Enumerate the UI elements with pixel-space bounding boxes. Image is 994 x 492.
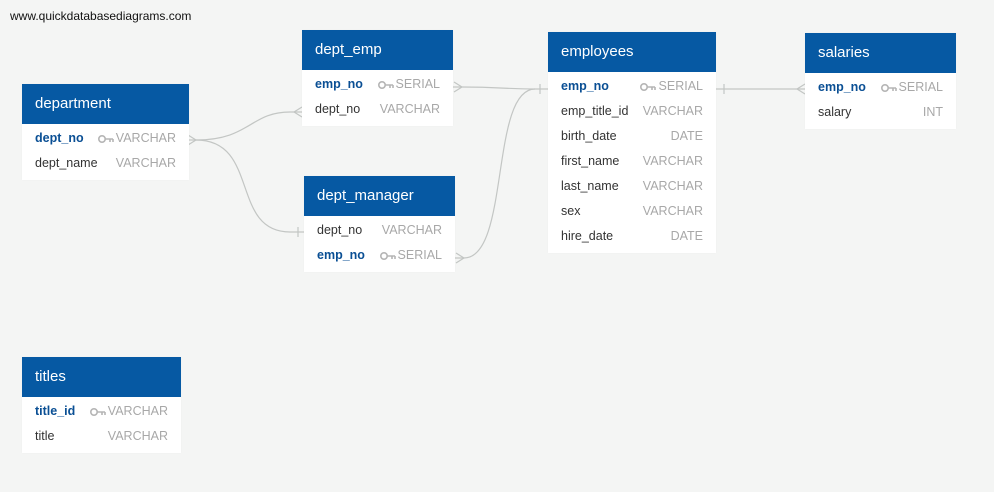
table-department[interactable]: department dept_no VARCHAR dept_name VAR… [22, 84, 189, 180]
column-row[interactable]: emp_no SERIAL [805, 75, 956, 100]
column-name: birth_date [561, 129, 617, 143]
column-type: INT [922, 105, 943, 119]
relationship-department-dept-emp [187, 106, 303, 146]
column-row[interactable]: salary INT [805, 100, 956, 125]
column-name: emp_no [317, 248, 365, 262]
key-icon [98, 135, 114, 143]
column-name: sex [561, 204, 581, 218]
column-row[interactable]: dept_name VARCHAR [22, 151, 189, 176]
table-header[interactable]: titles [22, 357, 181, 397]
column-row[interactable]: hire_date DATE [548, 224, 716, 249]
column-row[interactable]: dept_no VARCHAR [22, 126, 189, 151]
crowfoot-many-end [453, 81, 464, 93]
table-employees[interactable]: employees emp_no SERIAL emp_title_id VAR… [548, 32, 716, 253]
column-type: VARCHAR [115, 156, 176, 170]
crowfoot-many-end [455, 252, 466, 264]
column-name: dept_no [35, 131, 84, 145]
table-dept-manager[interactable]: dept_manager dept_no VARCHAR emp_no SERI… [304, 176, 455, 272]
column-type: DATE [670, 129, 703, 143]
column-name: dept_name [35, 156, 98, 170]
relationship-employees-salaries [716, 83, 806, 95]
column-type: VARCHAR [642, 154, 703, 168]
column-type: DATE [670, 229, 703, 243]
column-name: hire_date [561, 229, 614, 243]
column-row[interactable]: emp_no SERIAL [304, 243, 455, 268]
column-type: VARCHAR [642, 179, 703, 193]
table-salaries[interactable]: salaries emp_no SERIAL salary INT [805, 33, 956, 129]
column-type: SERIAL [397, 248, 442, 262]
column-type: VARCHAR [107, 429, 168, 443]
crowfoot-many-end [292, 106, 303, 118]
key-icon [378, 81, 394, 89]
column-row[interactable]: title VARCHAR [22, 424, 181, 449]
column-type: VARCHAR [642, 204, 703, 218]
column-row[interactable]: first_name VARCHAR [548, 149, 716, 174]
column-type: VARCHAR [379, 102, 440, 116]
connector-line [195, 139, 304, 233]
key-icon [640, 83, 656, 91]
relationship-dept-manager-employees [455, 88, 536, 264]
table-header[interactable]: employees [548, 32, 716, 72]
column-name: emp_no [818, 80, 866, 94]
column-type: VARCHAR [642, 104, 703, 118]
column-type: SERIAL [898, 80, 943, 94]
table-header[interactable]: dept_emp [302, 30, 453, 70]
crowfoot-many-end [795, 83, 806, 95]
column-name: dept_no [317, 223, 363, 237]
table-header[interactable]: dept_manager [304, 176, 455, 216]
table-header[interactable]: department [22, 84, 189, 124]
site-url-label[interactable]: www.quickdatabasediagrams.com [10, 9, 192, 23]
column-name: emp_title_id [561, 104, 629, 118]
column-row[interactable]: dept_no VARCHAR [304, 218, 455, 243]
crowfoot-many-end [187, 134, 198, 146]
connector-line [455, 88, 536, 259]
column-row[interactable]: birth_date DATE [548, 124, 716, 149]
column-name: first_name [561, 154, 620, 168]
column-row[interactable]: emp_title_id VARCHAR [548, 99, 716, 124]
key-icon [90, 408, 106, 416]
column-type: VARCHAR [381, 223, 442, 237]
column-name: emp_no [561, 79, 609, 93]
column-row[interactable]: title_id VARCHAR [22, 399, 181, 424]
column-row[interactable]: sex VARCHAR [548, 199, 716, 224]
column-row[interactable]: emp_no SERIAL [548, 74, 716, 99]
column-name: title_id [35, 404, 76, 418]
column-name: title [35, 429, 55, 443]
column-row[interactable]: emp_no SERIAL [302, 72, 453, 97]
table-header[interactable]: salaries [805, 33, 956, 73]
column-name: last_name [561, 179, 619, 193]
column-type: VARCHAR [107, 404, 168, 418]
key-icon [380, 252, 396, 260]
column-name: salary [818, 105, 852, 119]
column-name: dept_no [315, 102, 361, 116]
column-type: SERIAL [395, 77, 440, 91]
table-titles[interactable]: titles title_id VARCHAR title VARCHAR [22, 357, 181, 453]
relationship-dept-emp-employees [453, 81, 548, 94]
column-type: VARCHAR [115, 131, 176, 145]
connector-line [189, 111, 302, 141]
column-type: SERIAL [658, 79, 703, 93]
relationship-department-dept-manager [195, 139, 304, 237]
column-name: emp_no [315, 77, 363, 91]
column-row[interactable]: dept_no VARCHAR [302, 97, 453, 122]
connector-line [453, 86, 548, 90]
table-dept-emp[interactable]: dept_emp emp_no SERIAL dept_no VARCHAR [302, 30, 453, 126]
key-icon [881, 84, 897, 92]
column-row[interactable]: last_name VARCHAR [548, 174, 716, 199]
